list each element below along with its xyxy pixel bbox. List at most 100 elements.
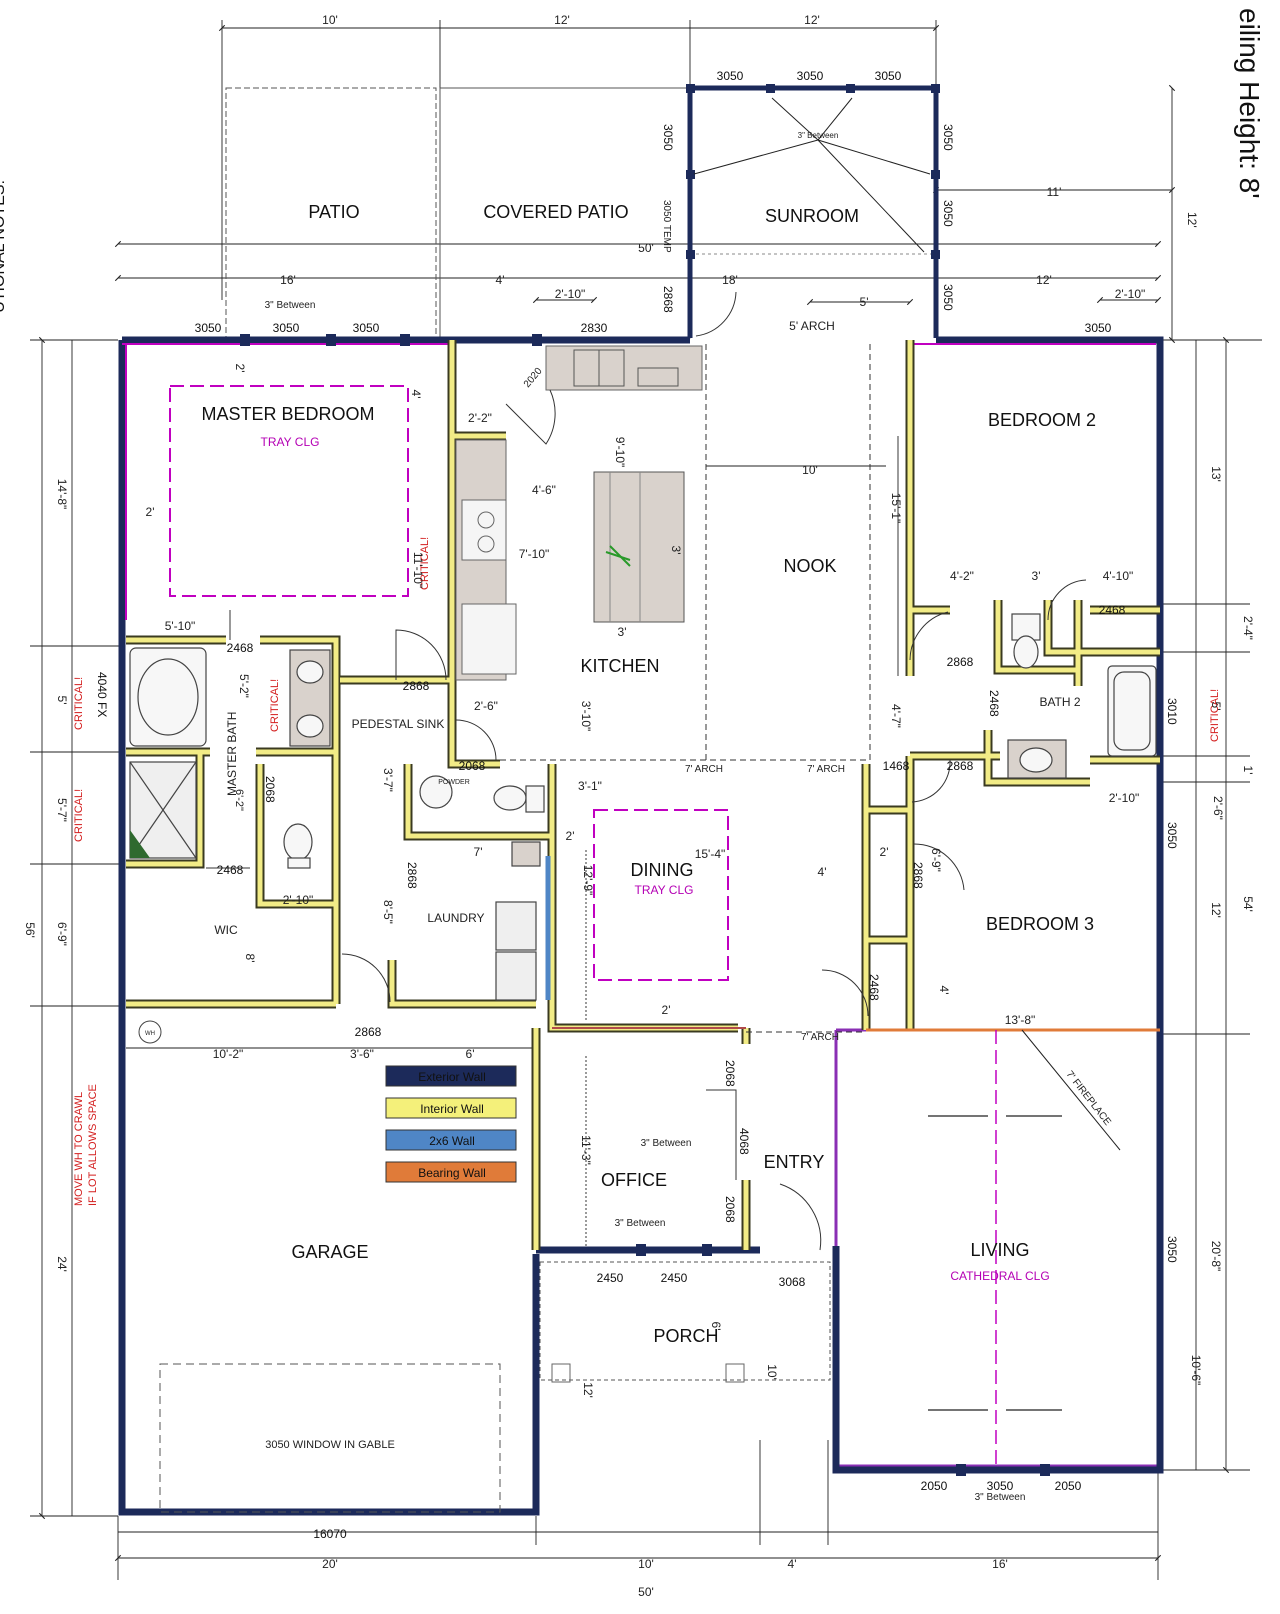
dim-r2-6: 2'-6" <box>1211 796 1225 820</box>
office-label: OFFICE <box>601 1170 667 1190</box>
dim-b10: 10' <box>638 1557 654 1571</box>
door-swings <box>206 291 1087 1251</box>
dim-i6-9: 6'-9" <box>929 848 943 872</box>
critical-note-4: CRITICAL! <box>269 679 281 732</box>
move-wh-note-1: MOVE WH TO CRAWL <box>73 1092 85 1206</box>
dim-r54: 54' <box>1241 896 1255 912</box>
door-2868-master: 2868 <box>403 679 430 693</box>
porch-posts <box>551 1363 745 1383</box>
dim-b50: 50' <box>638 1585 654 1599</box>
master-tray-label: TRAY CLG <box>261 435 320 449</box>
legend-2x6-wall: 2x6 Wall <box>429 1134 475 1148</box>
sunroom-window-top-3: 3050 <box>875 69 902 83</box>
dim-m5: 5' <box>55 696 69 705</box>
between-note-1: 3" Between <box>265 300 316 311</box>
window-3050-2: 3050 <box>273 321 300 335</box>
window-2450-2: 2450 <box>661 1271 688 1285</box>
dim-i7-arch-3: 7' ARCH <box>801 1032 839 1043</box>
dim-12-right: 12' <box>1036 273 1052 287</box>
window-2050-1: 2050 <box>921 1479 948 1493</box>
covered-patio-label: COVERED PATIO <box>483 202 628 222</box>
window-3050-3: 3050 <box>353 321 380 335</box>
dim-i2: 2' <box>233 364 247 373</box>
dim-i5-2: 5'-2" <box>237 674 251 698</box>
dim-i12-b: 12' <box>581 1382 595 1398</box>
between-note-5: 3" Between <box>975 1492 1026 1503</box>
window-3050-living: 3050 <box>1165 1236 1179 1263</box>
dim-i2-2: 2'-2" <box>468 411 492 425</box>
dining-label: DINING <box>631 860 694 880</box>
window-3050-bedroom2: 3050 <box>1085 321 1112 335</box>
dim-i10: 10' <box>802 463 818 477</box>
dim-50-top: 50' <box>638 241 654 255</box>
bedroom3-label: BEDROOM 3 <box>986 914 1094 934</box>
wic-label: WIC <box>214 923 238 937</box>
dim-i10-2: 10'-2" <box>213 1047 244 1061</box>
window-3050-bedroom3: 3050 <box>1165 822 1179 849</box>
dim-top-10: 10' <box>322 13 338 27</box>
sunroom-window-left: 3050 <box>661 124 675 151</box>
dim-i15-1: 15'-1" <box>889 493 903 524</box>
door-2468-master: 2468 <box>227 641 254 655</box>
garage-label: GARAGE <box>291 1242 368 1262</box>
ceiling-height-label: eiling Height: 8' <box>1234 8 1265 199</box>
living-label: LIVING <box>970 1240 1029 1260</box>
sunroom-window-right-1: 3050 <box>941 124 955 151</box>
dim-2-10-b: 2'-10" <box>1115 287 1146 301</box>
dim-i8: 8' <box>243 954 257 963</box>
dim-i4-6: 4'-6" <box>532 483 556 497</box>
exterior-walls <box>118 336 1164 1516</box>
window-2830: 2830 <box>581 321 608 335</box>
dim-i3-6: 3'-6" <box>350 1047 374 1061</box>
door-2868-sunroom: 2868 <box>661 286 675 313</box>
dim-b20: 20' <box>322 1557 338 1571</box>
dim-i6-b: 6' <box>709 1322 723 1331</box>
master-bath-label: MASTER BATH <box>225 712 239 796</box>
dim-b16: 16' <box>992 1557 1008 1571</box>
between-note-2: 3" Between <box>798 131 839 140</box>
dim-i4: 4' <box>409 390 423 399</box>
dim-i3-b: 3' <box>618 625 627 639</box>
arch-5: 5' ARCH <box>789 319 835 333</box>
door-2020: 2020 <box>522 365 545 389</box>
window-2050-2: 2050 <box>1055 1479 1082 1493</box>
dim-r5: 5' <box>1209 702 1223 711</box>
door-2068-office-1: 2068 <box>723 1060 737 1087</box>
master-bedroom-label: MASTER BEDROOM <box>201 404 374 424</box>
window-4040-fx: 4040 FX <box>95 672 109 717</box>
dim-i10-b: 10' <box>765 1364 779 1380</box>
dim-2-10-a: 2'-10" <box>555 287 586 301</box>
between-note-4: 3" Between <box>615 1218 666 1229</box>
ceiling-outlines <box>169 385 1121 1466</box>
dim-i12-9: 12'-9" <box>581 865 595 896</box>
dim-top-12a: 12' <box>554 13 570 27</box>
dim-i2-10-c: 2'-10" <box>283 893 314 907</box>
pedestal-sink-label: PEDESTAL SINK <box>352 717 445 731</box>
dim-i9-10: 9'-10" <box>613 437 627 468</box>
dim-top-12b: 12' <box>804 13 820 27</box>
entry-label: ENTRY <box>764 1152 825 1172</box>
bath-fixtures <box>129 613 1157 1001</box>
side-notes-label: UTIONAL NOTES: <box>0 180 8 313</box>
critical-note-2: CRITICAL! <box>73 677 85 730</box>
between-note-3: 3" Between <box>641 1138 692 1149</box>
door-2868-bath2: 2868 <box>947 655 974 669</box>
dim-i13-8: 13'-8" <box>1005 1013 1036 1027</box>
sunroom-posts <box>686 84 940 259</box>
dim-i3-1: 3'-1" <box>578 779 602 793</box>
dim-12-side: 12' <box>1185 212 1199 228</box>
door-2468-bedroom3: 2468 <box>867 974 881 1001</box>
dim-i5-10: 5'-10" <box>165 619 196 633</box>
door-3068: 3068 <box>779 1275 806 1289</box>
door-2068-office-2: 2068 <box>723 1196 737 1223</box>
sunroom-window-left-temp: 3050 TEMP <box>661 200 672 253</box>
dim-i8-5: 8'-5" <box>381 900 395 924</box>
dim-6-9-left: 6'-9" <box>55 922 69 946</box>
nook-label: NOOK <box>783 556 836 576</box>
water-heater <box>138 1020 162 1044</box>
door-2468-wic: 2468 <box>217 863 244 877</box>
door-2868-bedroom3: 2868 <box>911 862 925 889</box>
sunroom-window-right-3: 3050 <box>941 284 955 311</box>
critical-note-3: CRITICAL! <box>73 789 85 842</box>
